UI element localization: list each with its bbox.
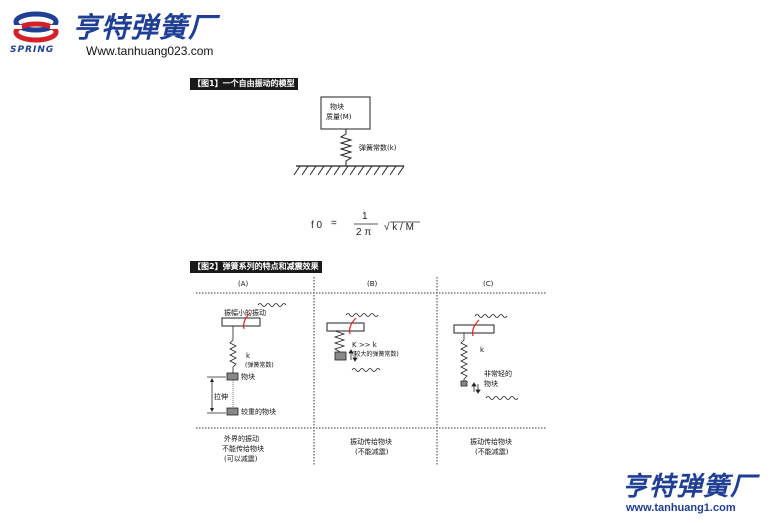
formula-numerator: 1 (362, 211, 368, 222)
colB-k-rel: K >> k (352, 341, 377, 349)
colA-vib-label: 振幅小的振动 (224, 309, 266, 317)
colA-top-plate (221, 317, 261, 327)
logo-word: SPRING (10, 45, 55, 55)
colA-tension-label: 拉伸 (214, 393, 228, 401)
colA-bottom-3: (可以减震) (224, 455, 258, 463)
colB-transmitted-wave (351, 368, 381, 372)
colA-block (226, 372, 239, 381)
formula-denominator: 2 π (356, 227, 372, 238)
fig2-label: 【图2】弹簧系列的特点和减震效果 (190, 261, 322, 273)
fig1-spring-label: 弹簧常数(k) (359, 144, 397, 152)
colC-red-arrow (472, 319, 480, 337)
colB-spring (333, 330, 346, 353)
formula-root: √ k / M (384, 222, 414, 233)
colC-updown-arrows (471, 382, 481, 394)
footer-brand-name: 亨特弹簧厂 (622, 472, 758, 502)
colA-bottom-1: 外界的振动 (224, 435, 259, 443)
formula-equals: = (331, 218, 337, 229)
colC-block-label-2: 物块 (484, 380, 498, 388)
fig1-mass-box (320, 96, 371, 130)
colA-red-arrow (243, 312, 251, 330)
fig1-ground-hatch (293, 165, 405, 176)
colA-block-label: 物块 (241, 373, 255, 381)
colC-light-block (460, 380, 468, 387)
colA-bottom-2: 不能传给物块 (222, 445, 264, 453)
colB-red-arrow (349, 317, 357, 335)
fig1-spring (339, 129, 353, 166)
header-logo: SPRING (6, 8, 66, 58)
fig1-label: 【图1】一个自由振动的模型 (190, 78, 298, 90)
colB-block (334, 351, 347, 361)
fig1-mass-label-1: 物块 (330, 103, 344, 111)
colA-external-wave (257, 303, 287, 307)
colC-transmitted-wave (485, 396, 519, 400)
colC-top-plate (453, 324, 495, 334)
colC-block-label-1: 非常轻的 (484, 370, 512, 378)
colB-external-wave (345, 313, 379, 317)
colC-spring (460, 333, 468, 381)
footer-url[interactable]: www.tanhuang1.com (626, 502, 736, 514)
colC-k-label: k (480, 346, 485, 354)
colB-bottom-1: 振动传给物块 (350, 438, 392, 446)
colA-heavy-block-label: 较重的物块 (241, 408, 276, 416)
colC-bottom-1: 振动传给物块 (470, 438, 512, 446)
colA-title: (A) (238, 280, 249, 288)
header-brand-name: 亨特弹簧厂 (72, 11, 218, 44)
colA-spring (229, 326, 237, 373)
formula-lhs: f 0 (311, 220, 323, 231)
colC-bottom-2: (不能减震) (475, 448, 509, 456)
colA-k-note: (弹簧常数) (245, 362, 274, 369)
colA-k-label: k (246, 352, 251, 360)
colB-top-plate (326, 322, 365, 332)
colB-updown-arrows (348, 349, 358, 362)
header-url[interactable]: Www.tanhuang023.com (86, 44, 214, 58)
colC-external-wave (474, 314, 508, 318)
colB-k-note: (较大的弹簧常数) (352, 351, 399, 358)
colB-title: (B) (367, 280, 378, 288)
spring-logo-icon (12, 11, 60, 43)
fig1-mass-label-2: 质量(M) (326, 113, 352, 121)
colA-heavy-block (226, 407, 239, 416)
colC-title: (C) (483, 280, 494, 288)
colB-bottom-2: (不能减震) (355, 448, 389, 456)
